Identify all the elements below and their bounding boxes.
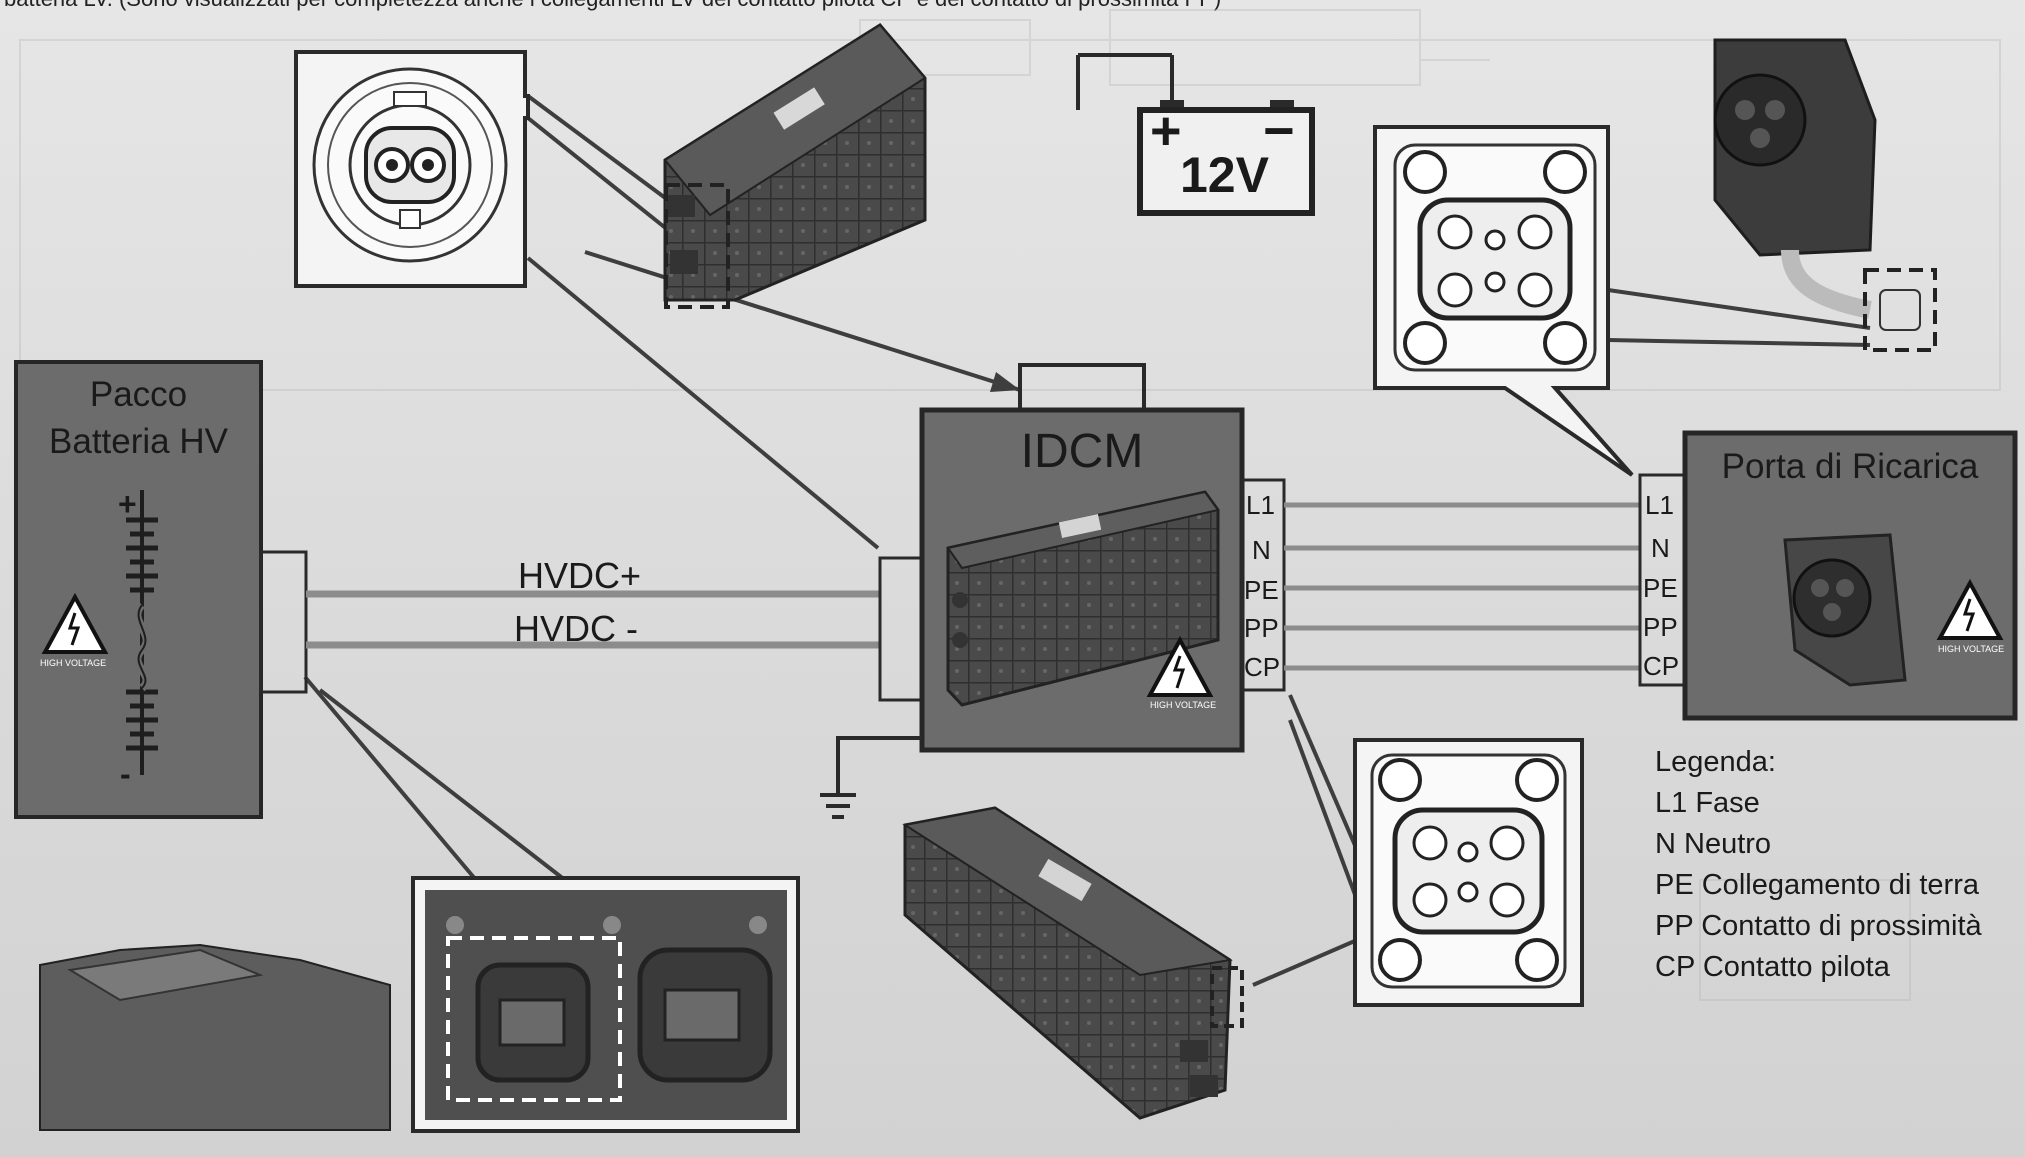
legend-item-pp: PP Contatto di prossimità (1655, 906, 1982, 947)
idcm-connector-callout-bottom (1355, 740, 1582, 1005)
lv-battery-label: 12V (1180, 150, 1269, 200)
legend-title: Legenda: (1655, 742, 1982, 783)
legend-item-l1: L1 Fase (1655, 783, 1982, 824)
idcm-title: IDCM (922, 424, 1242, 479)
idcm-12v-feed (1020, 365, 1144, 410)
battery-hv-badge: HIGH VOLTAGE (40, 658, 106, 668)
legend: Legenda: L1 Fase N Neutro PE Collegament… (1655, 742, 1982, 988)
battery-connector-callout (296, 52, 528, 286)
charge-port-photo (1715, 40, 1935, 350)
idcm-module-photo-bottom (905, 808, 1242, 1118)
charge-port-title: Porta di Ricarica (1685, 447, 2015, 487)
idcm-pin-pe: PE (1244, 575, 1279, 606)
battery-minus-sign: - (120, 756, 131, 793)
hv-connectors-photo-bottom (40, 878, 798, 1131)
hvdc-minus-label: HVDC - (514, 608, 638, 650)
battery-title-line2: Batteria HV (16, 422, 261, 462)
ground-symbol (820, 738, 922, 817)
idcm-pin-cp: CP (1244, 652, 1280, 683)
idcm-pin-n: N (1252, 535, 1271, 566)
idcm-pin-l1: L1 (1246, 490, 1275, 521)
port-pin-l1: L1 (1645, 490, 1674, 521)
ac-wires (1284, 505, 1640, 668)
port-pin-cp: CP (1643, 651, 1679, 682)
idcm-module-photo-top (665, 25, 925, 307)
battery-title-line1: Pacco (16, 375, 261, 415)
battery-plus-sign: + (118, 486, 137, 523)
charge-port-hv-badge: HIGH VOLTAGE (1938, 644, 2004, 654)
port-pin-n: N (1651, 533, 1670, 564)
port-pin-pp: PP (1643, 612, 1678, 643)
idcm-hv-badge: HIGH VOLTAGE (1150, 700, 1216, 710)
lv-battery-plus: + (1150, 104, 1182, 158)
port-pin-pe: PE (1643, 573, 1678, 604)
legend-item-cp: CP Contatto pilota (1655, 947, 1982, 988)
idcm-pin-pp: PP (1244, 613, 1279, 644)
legend-item-pe: PE Collegamento di terra (1655, 865, 1982, 906)
port-connector-callout-top (1375, 127, 1632, 475)
hvdc-plus-label: HVDC+ (518, 555, 641, 597)
legend-item-n: N Neutro (1655, 824, 1982, 865)
